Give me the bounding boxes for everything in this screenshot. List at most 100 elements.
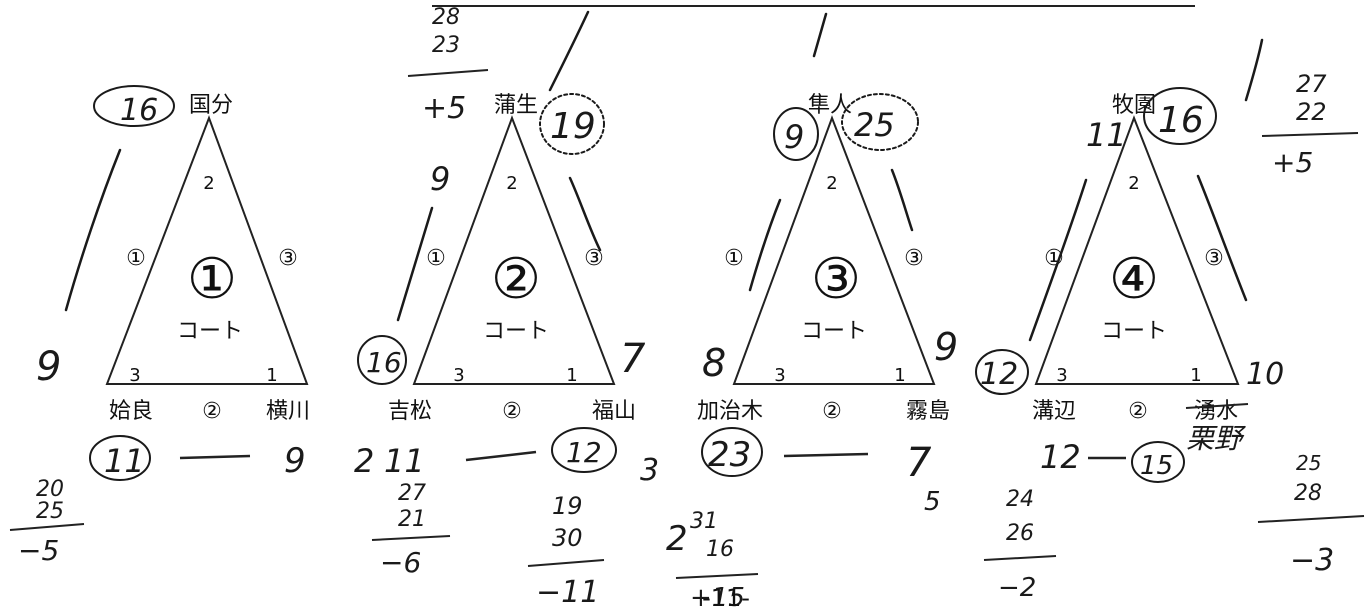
handwritten-note: 5 xyxy=(924,487,941,517)
handwritten-note: 21 xyxy=(398,507,426,532)
top-left-fraction: 28 23 xyxy=(407,5,489,77)
handwritten-note: 24 xyxy=(1006,487,1034,512)
court-3-right-corner: 1 xyxy=(894,365,905,386)
handwritten-note: 16 xyxy=(706,537,734,562)
court-2-top-corner: 2 xyxy=(506,173,517,194)
court-4-bottom-right-team: 湧水 xyxy=(1194,399,1238,424)
court-1-right-corner: 1 xyxy=(266,365,277,386)
handwritten-note: −6 xyxy=(380,546,421,579)
court-3-right-match: ③ xyxy=(904,246,924,271)
court-2: 蒲生 2 3 1 ① ③ ② コート 吉松 ② 福山 +5 19 9 16 7 … xyxy=(354,91,659,610)
handwritten-note: 23 xyxy=(432,33,460,58)
court-3-bottom-match: ② xyxy=(822,399,842,424)
handwritten-note: 27 xyxy=(1296,70,1327,98)
handwritten-note: 28 xyxy=(1294,481,1322,506)
page-number: -11- xyxy=(702,584,750,612)
court-2-hw-left-corner: 16 xyxy=(366,346,402,379)
handwritten-note: 2 xyxy=(666,519,688,559)
court-1-right-match: ③ xyxy=(278,246,298,271)
handwritten-note: 25 xyxy=(36,499,64,524)
court-3-bottom-right-team: 霧島 xyxy=(906,399,950,424)
handwritten-note: +15 xyxy=(690,583,745,612)
court-4-top-team: 牧園 xyxy=(1112,93,1156,118)
handwritten-note: 31 xyxy=(690,509,718,534)
court-4-left-match: ① xyxy=(1044,246,1064,271)
court-4-hw-right-corner: 10 xyxy=(1246,357,1284,392)
court-1-hw-top: 16 xyxy=(120,93,158,128)
bottom-right-fraction: 25 28 −3 xyxy=(1257,451,1365,578)
court-2-label: コート xyxy=(483,319,549,344)
court-2-hw-top-left: +5 xyxy=(422,91,466,126)
court-2-left-match: ① xyxy=(426,246,446,271)
court-2-hw-bottom-left: 11 xyxy=(384,442,425,480)
handwritten-note: 28 xyxy=(432,5,460,30)
top-right-fraction: 27 22 +5 xyxy=(1261,70,1359,179)
court-3-label: コート xyxy=(801,319,867,344)
court-2-hw-right-corner: 7 xyxy=(620,336,646,382)
bracket-stroke-mid xyxy=(812,12,828,58)
handwritten-note: 26 xyxy=(1006,521,1034,546)
court-2-right-corner: 1 xyxy=(566,365,577,386)
court-1-hw-bottom-left: 11 xyxy=(104,442,145,480)
court-2-bottom-right-team: 福山 xyxy=(592,399,636,424)
court-4-top-corner: 2 xyxy=(1128,173,1139,194)
bracket-stroke-left xyxy=(548,10,590,92)
court-1-top-corner: 2 xyxy=(203,173,214,194)
court-3-top-team: 隼人 xyxy=(808,93,852,118)
court-3-hw-bottom-right: 7 xyxy=(906,440,932,486)
court-3-hw-bottom-left: 23 xyxy=(708,435,751,475)
handwritten-note: −5 xyxy=(18,534,59,567)
court-1-left-match: ① xyxy=(126,246,146,271)
court-3-hw-right-corner: 9 xyxy=(934,325,958,369)
handwritten-note: 22 xyxy=(1296,98,1327,126)
court-4-number: ④ xyxy=(1109,247,1159,312)
court-2-bottom-left-team: 吉松 xyxy=(388,399,432,424)
handwritten-note: 25 xyxy=(1296,451,1321,475)
court-3-bottom-left-team: 加治木 xyxy=(697,399,763,424)
handwritten-note: 27 xyxy=(398,481,426,506)
handwritten-note: −11 xyxy=(536,575,599,610)
court-1-hw-left-side: 9 xyxy=(36,344,61,390)
court-3-top-corner: 2 xyxy=(826,173,837,194)
court-1-top-team: 国分 xyxy=(189,93,233,118)
court-4-hw-bottom-right: 15 xyxy=(1140,451,1173,481)
court-3-left-match: ① xyxy=(724,246,744,271)
handwritten-note: 20 xyxy=(36,477,64,502)
court-4-hw-top: 16 xyxy=(1158,100,1204,141)
court-3-hw-top-right: 25 xyxy=(854,106,895,144)
handwritten-note: 30 xyxy=(552,524,583,552)
court-1-bottom-right-team: 横川 xyxy=(266,399,310,424)
court-4-right-corner: 1 xyxy=(1190,365,1201,386)
court-4: 牧園 2 3 1 ① ③ ④ コート 溝辺 ② 湧水 11 16 12 10 1… xyxy=(975,87,1284,603)
court-2-top-team: 蒲生 xyxy=(494,93,538,118)
court-4-right-match: ③ xyxy=(1204,246,1224,271)
court-2-left-corner: 3 xyxy=(453,365,464,386)
court-2-hw-top: 19 xyxy=(550,106,596,147)
handwritten-note: +5 xyxy=(1272,146,1313,179)
court-4-bottom-left-team: 溝辺 xyxy=(1032,399,1076,424)
court-1-bottom-left-team: 姶良 xyxy=(109,399,153,424)
court-3: 隼人 2 3 1 ① ③ ③ コート 加治木 ② 霧島 9 25 8 9 23 … xyxy=(666,93,958,612)
court-4-hw-top-left: 11 xyxy=(1086,116,1127,154)
handwritten-note: 3 xyxy=(640,453,659,488)
court-1: 国分 2 3 1 ① ③ ① コート 姶良 ② 横川 16 9 11 9 20 … xyxy=(9,85,310,567)
court-4-strikeout xyxy=(1185,403,1249,409)
court-2-number: ② xyxy=(491,247,541,312)
court-4-hw-bottom-left: 12 xyxy=(1040,438,1081,476)
court-3-hw-top-left: 9 xyxy=(784,118,804,156)
handwritten-note: 19 xyxy=(552,492,583,520)
court-3-left-corner: 3 xyxy=(774,365,785,386)
bracket-stroke-right xyxy=(1244,38,1264,102)
court-1-label: コート xyxy=(177,319,243,344)
court-4-left-corner: 3 xyxy=(1056,365,1067,386)
court-2-bottom-match: ② xyxy=(502,399,522,424)
handwritten-note: 2 xyxy=(354,442,374,480)
court-4-hw-new-team: 栗野 xyxy=(1186,422,1247,455)
court-1-number: ① xyxy=(187,247,237,312)
court-3-hw-left-corner: 8 xyxy=(702,341,726,385)
court-4-bottom-match: ② xyxy=(1128,399,1148,424)
court-1-bottom-match: ② xyxy=(202,399,222,424)
handwritten-note: −2 xyxy=(998,573,1036,603)
court-2-hw-left-side: 9 xyxy=(430,160,450,198)
court-3-number: ③ xyxy=(811,247,861,312)
